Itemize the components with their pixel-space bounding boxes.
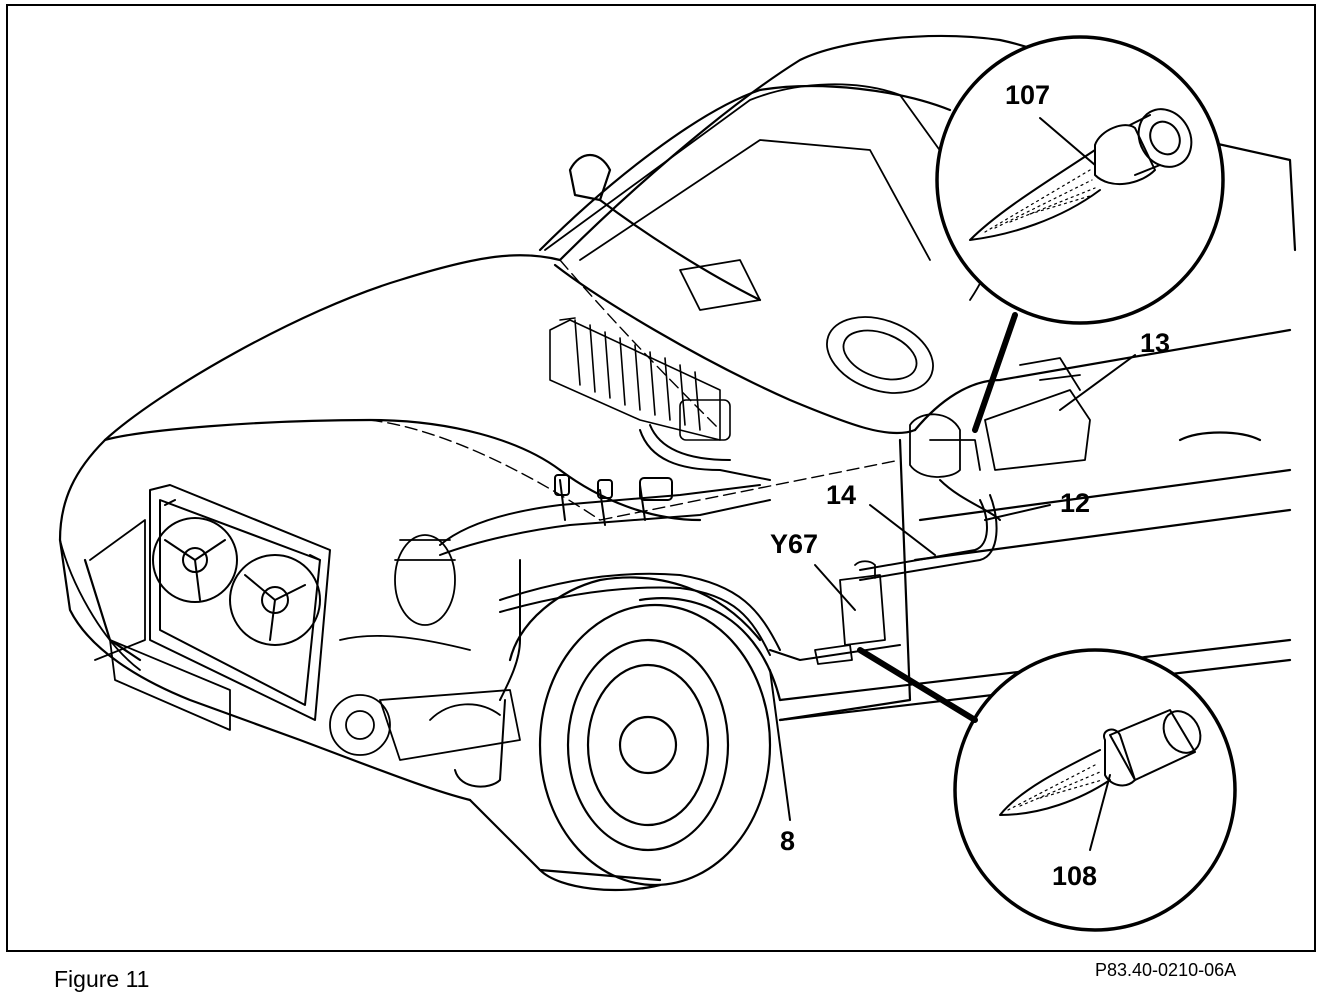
callout-12: 12 [1060,488,1091,518]
callout-13: 13 [1140,328,1171,358]
leader-12 [984,504,1051,521]
callout-14: 14 [826,480,857,510]
detail-circle-108 [857,647,1237,932]
hidden-lines [369,259,901,521]
leader-13 [1059,354,1136,411]
callout-8: 8 [780,826,796,856]
leader-lines [769,354,1136,821]
evaporator [549,317,731,441]
condenser-fans [149,484,331,721]
steering-wheel [826,316,934,394]
compressor [329,534,521,761]
windshield [544,83,995,311]
callout-y67: Y67 [770,529,819,559]
callout-108: 108 [1052,861,1098,891]
figure-frame [6,4,1316,952]
leader-y67 [814,564,856,611]
figure-caption: Figure 11 [54,966,150,992]
leader-14 [869,504,936,556]
y67-valve [814,560,886,665]
front-wheel [538,603,772,892]
callout-107: 107 [1005,80,1051,110]
refrigerant-lines [439,424,1001,788]
receiver-drier [909,357,1091,478]
detail-circle-107 [935,35,1225,433]
figure-code: P83.40-0210-06A [1095,960,1237,980]
bumper [59,519,231,731]
leader-8 [769,669,791,821]
